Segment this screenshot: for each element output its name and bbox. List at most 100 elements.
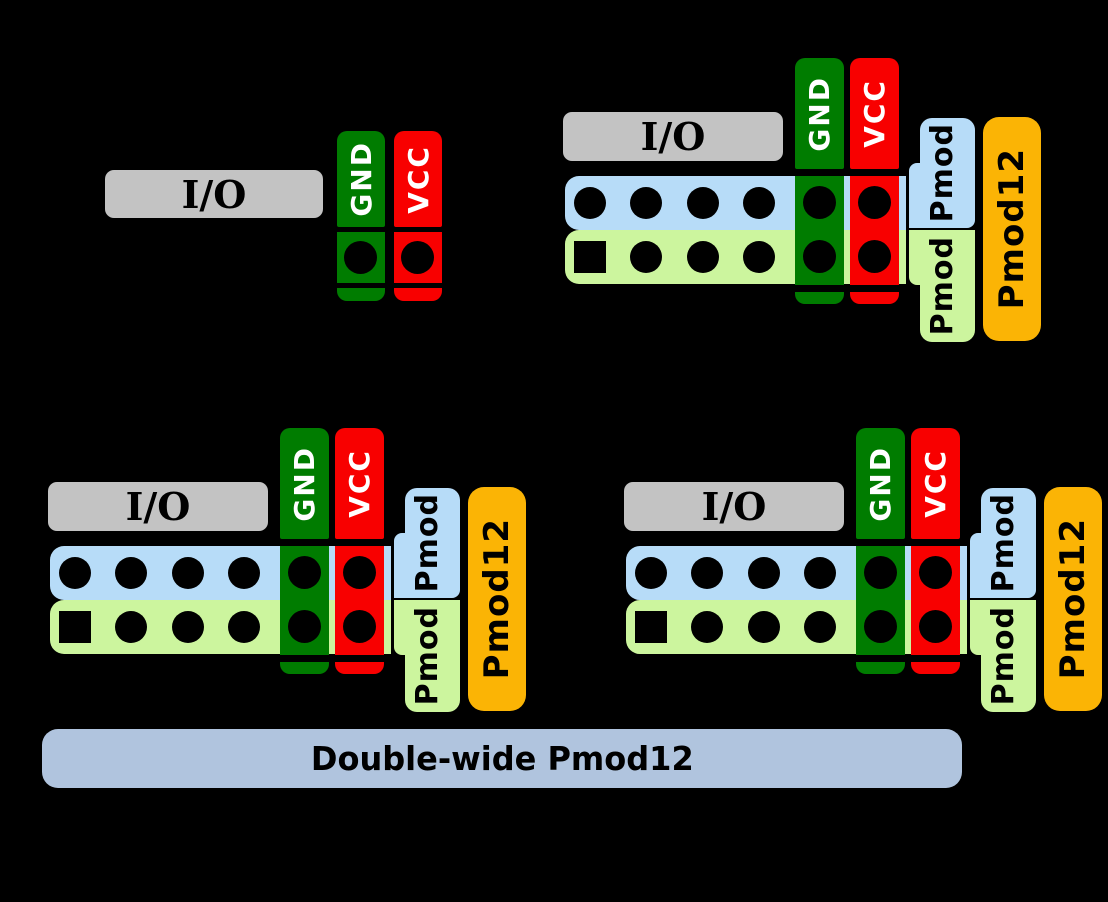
pmod-label-top: Pmod [409,493,445,593]
pmod-label-top: Pmod [924,123,960,223]
gnd-label-column: GND [280,428,329,539]
pmod-row-top [626,546,967,600]
pin-hole [344,241,377,274]
pin-hole [743,187,775,219]
pin-hole [630,187,662,219]
vcc-pin-column [911,546,960,655]
vcc-label-column: VCC [911,428,960,539]
pin-hole [343,610,376,643]
gnd-pin-column [795,176,844,285]
vcc-pin-column [850,176,899,285]
io-bar: I/O [563,112,783,161]
vcc-label: VCC [343,449,376,518]
gnd-label: GND [803,75,836,152]
pin1-square [59,611,91,643]
pin-hole [803,240,836,273]
pmod-label-top: Pmod [985,493,1021,593]
pmod-label-bottom: Pmod [409,606,445,706]
pmod-label-bottom-tab [970,600,1010,655]
pin-hole [803,186,836,219]
pin-hole [743,241,775,273]
pin-hole [691,611,723,643]
gnd-label-column: GND [337,131,385,227]
pin-hole [919,556,952,589]
pmod-label-bottom-tab [394,600,434,655]
double-wide-pmod12-label: Double-wide Pmod12 [310,739,694,778]
pmod-label-top-tab [394,533,434,598]
pin-hole [228,557,260,589]
vcc-column-tab [850,292,899,304]
pmod12-connector-top-right: I/O GND VCC [563,58,1043,346]
pmod-connector-single: I/O GND VCC [105,131,445,303]
pin-hole [343,556,376,589]
pmod12-label: Pmod12 [468,487,526,711]
vcc-label: VCC [401,144,435,214]
pin-hole [574,187,606,219]
gnd-column-tab [795,292,844,304]
gnd-pin-cell [337,232,385,283]
double-wide-pmod12-bar: Double-wide Pmod12 [42,729,962,788]
pin-hole [691,557,723,589]
pin-hole [635,557,667,589]
pmod-label-top-tab [909,163,949,228]
vcc-pin-column [335,546,384,655]
pmod12-connector-bottom-right: I/O GND VCC [624,428,1104,716]
pmod-row-bottom [565,230,906,284]
pmod-label-top-tab [970,533,1010,598]
pin-hole [59,557,91,589]
vcc-column-tab [335,662,384,674]
pmod-label-bottom: Pmod [924,236,960,336]
pin-hole [401,241,434,274]
pin1-square [574,241,606,273]
pin-hole [687,241,719,273]
gnd-column-tab [856,662,905,674]
gnd-label-column: GND [856,428,905,539]
pin-hole [687,187,719,219]
pin-hole [864,556,897,589]
pin-hole [288,556,321,589]
pmod-label-bottom-tab [909,230,949,285]
pmod-row-top [565,176,906,230]
gnd-label: GND [288,445,321,522]
pmod12-label: Pmod12 [1044,487,1102,711]
pin-hole [115,557,147,589]
io-bar: I/O [624,482,844,531]
io-label: I/O [125,484,191,529]
pmod12-label: Pmod12 [983,117,1041,341]
vcc-column-tab [394,288,442,301]
pin-hole [288,610,321,643]
vcc-pin-cell [394,232,442,283]
gnd-label-column: GND [795,58,844,169]
vcc-label-column: VCC [335,428,384,539]
pin-hole [858,240,891,273]
pin-hole [919,610,952,643]
gnd-label: GND [344,141,378,217]
gnd-column-tab [280,662,329,674]
io-label: I/O [181,171,247,217]
vcc-label-column: VCC [850,58,899,169]
gnd-column-tab [337,288,385,301]
io-label: I/O [701,484,767,529]
io-bar: I/O [48,482,268,531]
pmod12-connector-bottom-left: I/O GND VCC [48,428,528,716]
io-label: I/O [640,114,706,159]
pin-hole [172,611,204,643]
pin1-square [635,611,667,643]
pin-hole [864,610,897,643]
pmod-row-top [50,546,391,600]
vcc-label-column: VCC [394,131,442,227]
vcc-label: VCC [919,449,952,518]
pin-hole [804,557,836,589]
pin-hole [115,611,147,643]
pin-hole [858,186,891,219]
gnd-label: GND [864,445,897,522]
pin-hole [748,611,780,643]
gnd-pin-column [280,546,329,655]
pin-hole [748,557,780,589]
gnd-pin-column [856,546,905,655]
vcc-label: VCC [858,79,891,148]
vcc-column-tab [911,662,960,674]
pin-hole [228,611,260,643]
pin-hole [172,557,204,589]
